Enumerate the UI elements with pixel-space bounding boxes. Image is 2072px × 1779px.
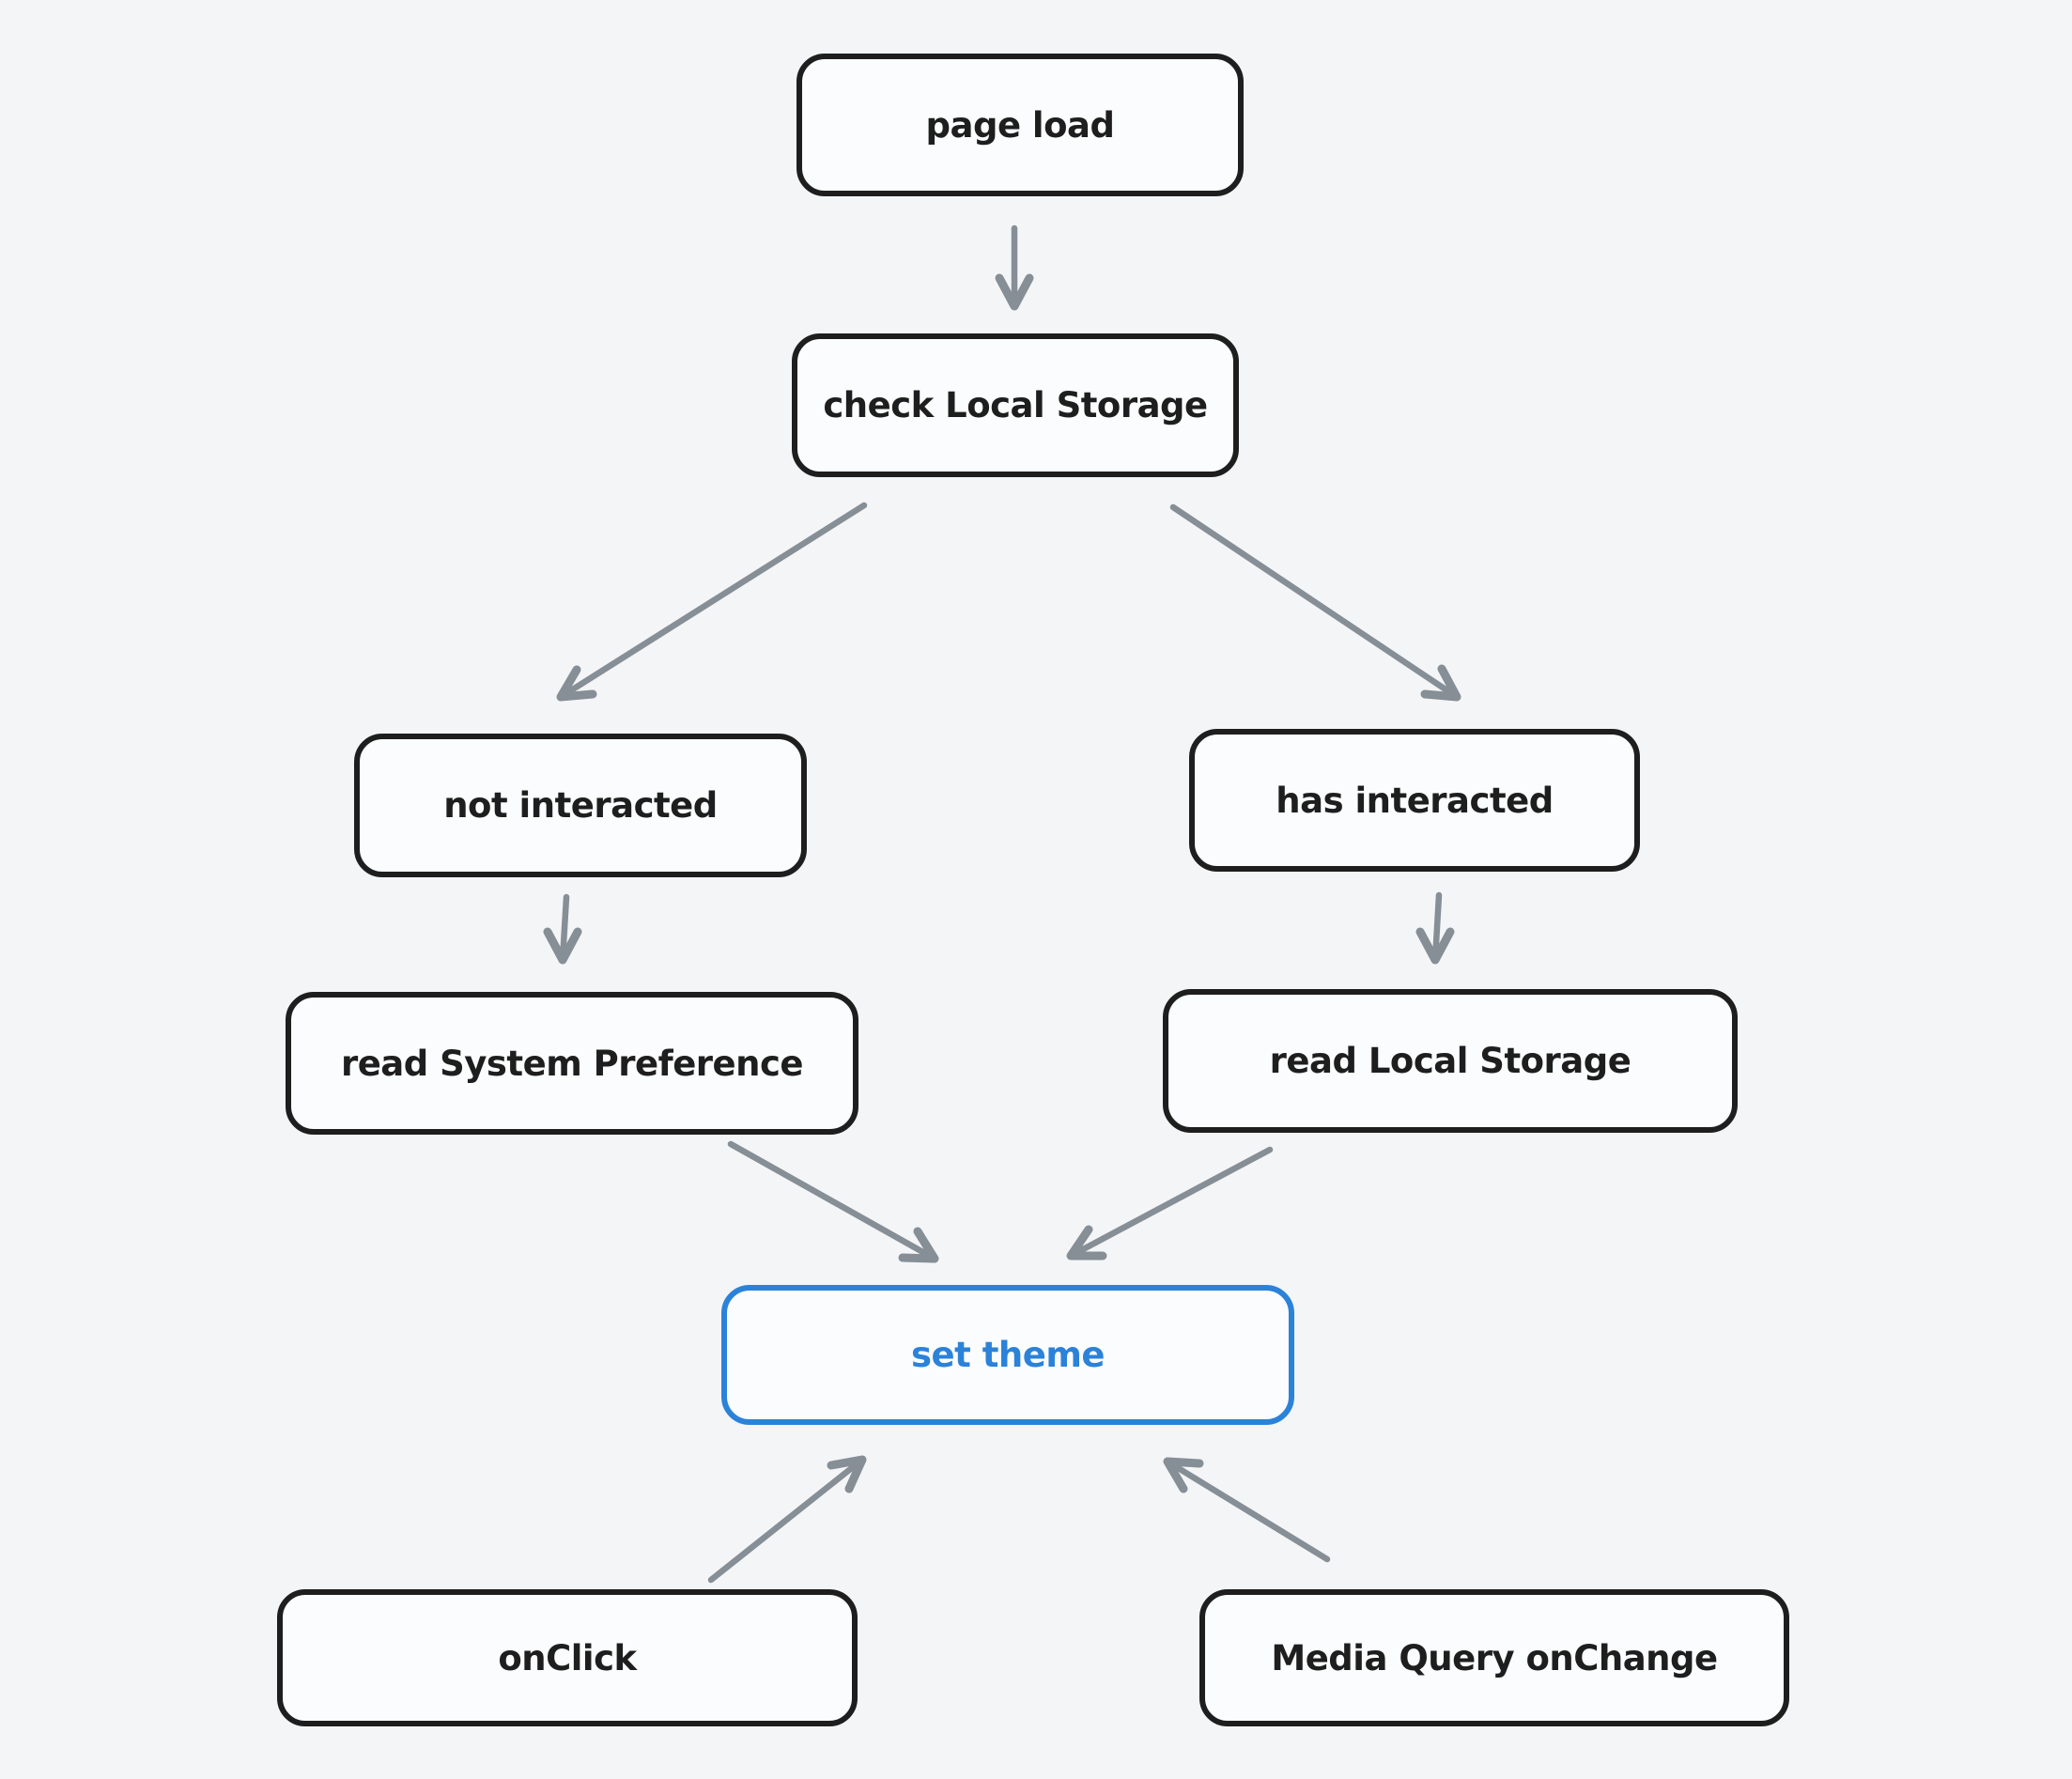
node-has-interacted[interactable]: has interacted <box>1189 729 1640 872</box>
node-check-local-storage[interactable]: check Local Storage <box>792 333 1239 477</box>
node-label: not interacted <box>443 785 718 826</box>
node-read-system-preference[interactable]: read System Preference <box>286 992 858 1135</box>
arrow-has-interacted-to-read-local-storage[interactable] <box>1415 891 1455 965</box>
arrow-check-local-storage-to-has-interacted[interactable] <box>1169 503 1461 702</box>
node-media-query-onchange[interactable]: Media Query onChange <box>1199 1589 1789 1726</box>
node-label: has interacted <box>1276 780 1554 821</box>
node-label: page load <box>925 104 1115 146</box>
arrow-read-local-storage-to-set-theme[interactable] <box>1066 1146 1274 1261</box>
arrow-page-load-to-check-local-storage[interactable] <box>995 224 1034 311</box>
arrow-check-local-storage-to-not-interacted[interactable] <box>556 502 868 702</box>
node-onclick[interactable]: onClick <box>277 1589 858 1726</box>
node-label: read System Preference <box>340 1043 804 1084</box>
node-label: Media Query onChange <box>1271 1637 1718 1678</box>
node-read-local-storage[interactable]: read Local Storage <box>1163 989 1738 1133</box>
node-label: read Local Storage <box>1269 1041 1631 1081</box>
node-set-theme[interactable]: set theme <box>721 1285 1294 1425</box>
node-not-interacted[interactable]: not interacted <box>354 734 807 877</box>
node-label: onClick <box>498 1637 637 1678</box>
arrow-onclick-to-set-theme[interactable] <box>707 1455 867 1584</box>
node-page-load[interactable]: page load <box>796 54 1244 196</box>
node-label: set theme <box>911 1335 1105 1375</box>
arrow-read-system-preference-to-set-theme[interactable] <box>727 1140 939 1263</box>
arrow-not-interacted-to-read-system-preference[interactable] <box>543 893 582 965</box>
arrow-media-query-onchange-to-set-theme[interactable] <box>1163 1457 1331 1563</box>
node-label: check Local Storage <box>823 385 1208 425</box>
